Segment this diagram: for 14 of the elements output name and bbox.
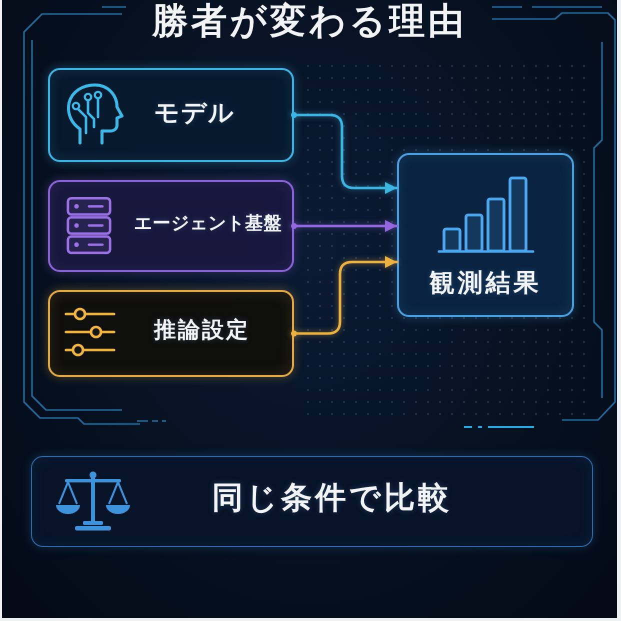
node-label: 観測結果: [430, 268, 542, 298]
connector-arrow: [291, 220, 398, 232]
node-label: 推論設定: [154, 318, 250, 345]
process-box: [48, 68, 294, 162]
summary-banner: [31, 456, 593, 547]
title: 勝者が変わる理由: [152, 1, 467, 42]
node-label: 同じ条件で比較: [212, 480, 452, 518]
node-label: エージェント基盤: [134, 213, 282, 235]
process-box: [397, 153, 574, 317]
connector-arrow: [291, 256, 398, 336]
process-box: [48, 180, 294, 272]
connector-arrow: [291, 112, 398, 194]
process-box: [48, 290, 294, 377]
node-label: モデル: [154, 98, 235, 128]
